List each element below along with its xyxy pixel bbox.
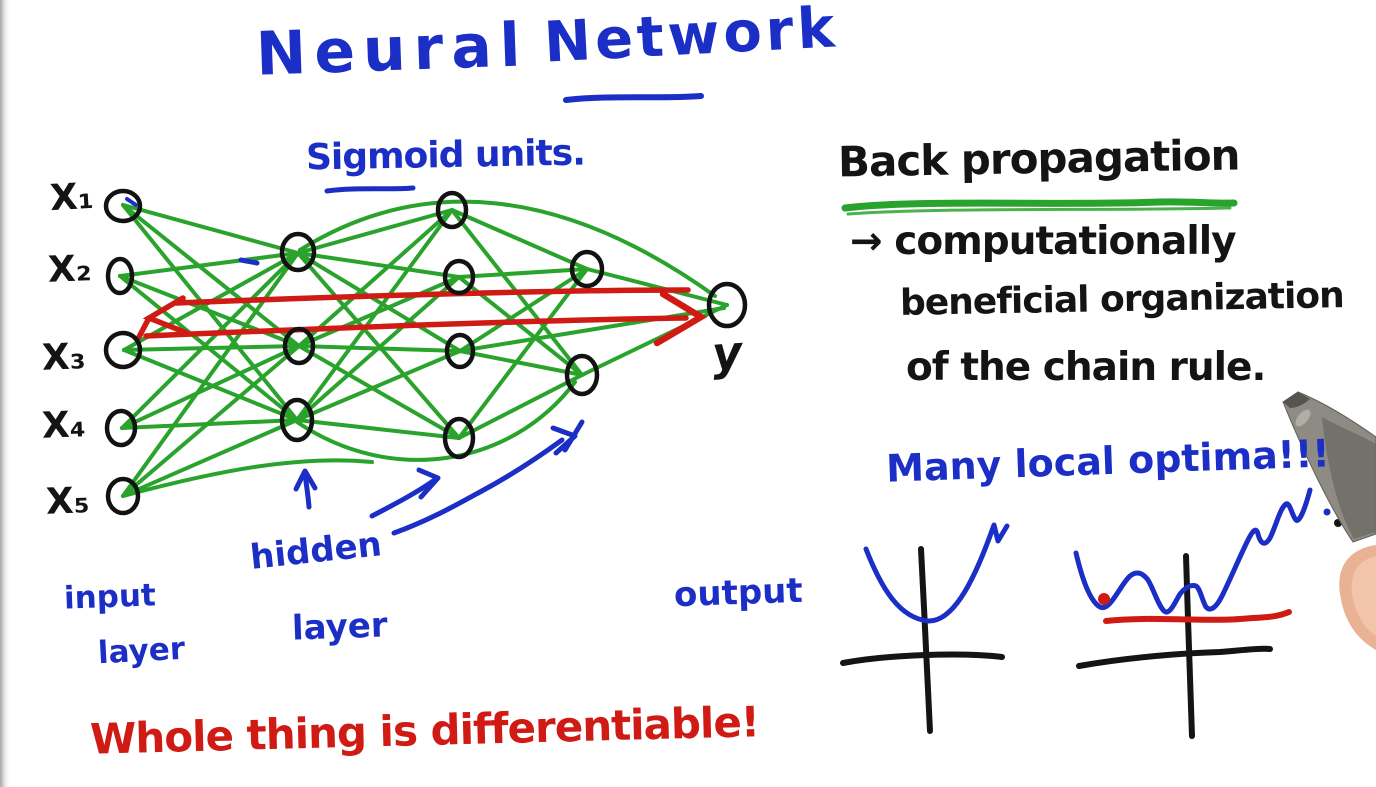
hidden-layer-label-line2: layer	[291, 605, 389, 649]
input-label-x4: X₄	[41, 404, 87, 447]
hidden-layer-arrows	[293, 419, 585, 536]
backpropagation-note-line1: → computationally	[850, 219, 1236, 264]
subtitle-sigmoid-units: Sigmoid units.	[305, 132, 586, 179]
left-edge-shadow	[0, 0, 10, 787]
network-nodes	[103, 188, 748, 516]
input-label-x2: X₂	[47, 248, 93, 291]
title-word-network: Network	[542, 0, 841, 76]
output-layer-label: output	[673, 570, 804, 616]
stylus-pen-icon	[1282, 391, 1376, 543]
input-label-x5: X₅	[45, 480, 91, 523]
input-layer-label-line2: layer	[97, 630, 186, 672]
backpropagation-note-line2: beneficial organization	[899, 275, 1345, 324]
backpropagation-note-line3: of the chain rule.	[906, 345, 1266, 390]
network-edges-green	[118, 199, 729, 498]
red-dot-local-minimum	[1098, 593, 1110, 605]
title-word-neural: Neural	[254, 10, 530, 90]
backpropagation-heading: Back propagation	[837, 130, 1240, 187]
input-label-x1: X₁	[48, 175, 95, 220]
many-local-optima-graph	[1073, 487, 1313, 739]
input-layer-label-line1: input	[63, 577, 157, 617]
underlines	[324, 93, 1238, 216]
backprop-red-arrows	[136, 287, 708, 347]
output-node-label-y: y	[710, 325, 744, 381]
input-label-x3: X₃	[41, 336, 87, 379]
fingertip	[1339, 545, 1376, 650]
single-minimum-graph	[840, 522, 1010, 734]
